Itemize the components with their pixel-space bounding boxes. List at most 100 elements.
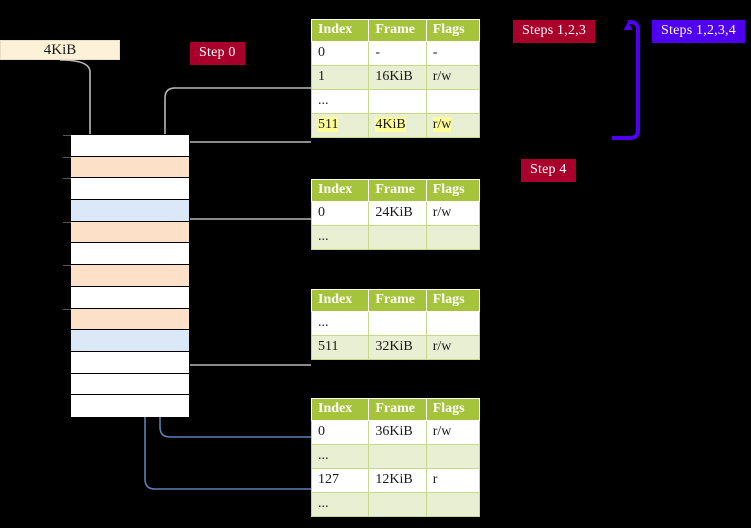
entry-flags: [425, 444, 481, 469]
entry-flags-text: r: [432, 472, 438, 487]
column-header-flags: Flags: [425, 179, 481, 202]
page-table-level-3: Index Frame Flags ... 511 32KiB r/w: [310, 289, 481, 360]
entry-index-text: ...: [318, 229, 329, 244]
entry-frame: [368, 492, 427, 517]
memory-frame-row: [71, 351, 189, 374]
entry-index: 0: [310, 41, 370, 66]
entry-index-text: 1: [318, 69, 325, 84]
memory-row-tick: [63, 178, 71, 180]
entry-frame: 4KiB: [368, 113, 427, 138]
entry-index-text: ...: [318, 448, 329, 463]
memory-frame-row: [63, 221, 189, 244]
entry-flags: r/w: [425, 420, 481, 445]
table-row: 0 24KiB r/w: [310, 201, 481, 226]
entry-index-text: 0: [318, 424, 325, 439]
entry-flags: [425, 311, 481, 336]
size-label-box: 4KiB: [0, 40, 120, 60]
entry-index: 127: [310, 468, 370, 493]
column-header-index: Index: [310, 179, 370, 202]
column-header-frame: Frame: [368, 398, 427, 421]
table-row: 511 32KiB r/w: [310, 335, 481, 360]
column-header-index: Index: [310, 398, 370, 421]
column-header-frame: Frame: [368, 19, 427, 42]
entry-flags-text: r/w: [432, 117, 452, 132]
entry-flags-text: r/w: [432, 339, 452, 354]
entry-frame: 24KiB: [368, 201, 427, 226]
entry-frame: [368, 444, 427, 469]
wire-l2-0-to-memory: [176, 218, 311, 253]
memory-row-tick: [63, 308, 71, 310]
badge-steps-1-2-3: Steps 1,2,3: [513, 20, 596, 43]
entry-flags: [425, 492, 481, 517]
entry-index: 0: [310, 201, 370, 226]
column-header-flags: Flags: [425, 19, 481, 42]
wire-l3-511-to-memory: [171, 306, 311, 366]
memory-frame-row: [71, 373, 189, 396]
entry-flags: [425, 225, 481, 250]
table-row: ...: [310, 225, 481, 250]
entry-frame-text: 24KiB: [375, 205, 413, 220]
entry-index: ...: [310, 89, 370, 114]
memory-frame-row: [63, 156, 189, 179]
entry-flags: [425, 89, 481, 114]
entry-flags-text: r/w: [432, 424, 452, 439]
entry-flags: r/w: [425, 113, 481, 138]
entry-index: ...: [310, 225, 370, 250]
entry-frame: 12KiB: [368, 468, 427, 493]
memory-row-tick: [63, 221, 71, 223]
entry-frame: [368, 225, 427, 250]
table-row: ...: [310, 311, 481, 336]
entry-flags: r/w: [425, 65, 481, 90]
table-row: 1 16KiB r/w: [310, 65, 481, 90]
entry-frame: 36KiB: [368, 420, 427, 445]
page-table-level-1: Index Frame Flags 0 - - 1 16KiB r/w...511 4KiB…: [310, 19, 481, 138]
memory-row-tick: [63, 156, 71, 158]
entry-flags: r/w: [425, 335, 481, 360]
entry-index: 511: [310, 113, 370, 138]
table-row: 511 4KiB r/w: [310, 113, 481, 138]
entry-frame: 16KiB: [368, 65, 427, 90]
table-header-row: Index Frame Flags: [310, 289, 481, 312]
memory-frame-row: [63, 308, 189, 331]
table-header-row: Index Frame Flags: [310, 398, 481, 421]
table-header-row: Index Frame Flags: [310, 179, 481, 202]
column-header-index: Index: [310, 289, 370, 312]
wire-steps-bracket-purple: [612, 20, 640, 140]
physical-memory-column: [63, 134, 190, 417]
entry-index-text: ...: [318, 315, 329, 330]
entry-index-text: 0: [318, 45, 325, 60]
entry-flags-text: r/w: [432, 69, 452, 84]
entry-frame-text: 32KiB: [375, 339, 413, 354]
column-header-flags: Flags: [425, 398, 481, 421]
entry-index: ...: [310, 311, 370, 336]
table-row: ...: [310, 492, 481, 517]
entry-flags-text: -: [432, 45, 438, 60]
table-header-row: Index Frame Flags: [310, 19, 481, 42]
entry-flags: r/w: [425, 201, 481, 226]
entry-frame: 32KiB: [368, 335, 427, 360]
badge-step-0: Step 0: [190, 42, 245, 65]
page-table-level-2: Index Frame Flags 0 24KiB r/w...: [310, 179, 481, 250]
entry-index-text: ...: [318, 496, 329, 511]
column-header-index: Index: [310, 19, 370, 42]
table-row: 0 - -: [310, 41, 481, 66]
memory-frame-row: [71, 243, 189, 266]
table-row: 0 36KiB r/w: [310, 420, 481, 445]
table-row: 127 12KiB r: [310, 468, 481, 493]
memory-frame-row: [71, 330, 189, 352]
memory-frame-row: [63, 135, 189, 157]
entry-frame-text: 4KiB: [375, 117, 406, 132]
entry-frame: -: [368, 41, 427, 66]
entry-index-text: 511: [318, 339, 339, 354]
entry-index: ...: [310, 444, 370, 469]
memory-row-tick: [63, 265, 71, 267]
page-table-level-4: Index Frame Flags 0 36KiB r/w... 127 12KiB r.…: [310, 398, 481, 517]
column-header-frame: Frame: [368, 289, 427, 312]
memory-frame-row: [71, 395, 189, 417]
entry-frame-text: -: [375, 45, 381, 60]
entry-flags: r: [425, 468, 481, 493]
entry-frame-text: 12KiB: [375, 472, 413, 487]
column-header-flags: Flags: [425, 289, 481, 312]
memory-frame-row: [71, 200, 189, 222]
